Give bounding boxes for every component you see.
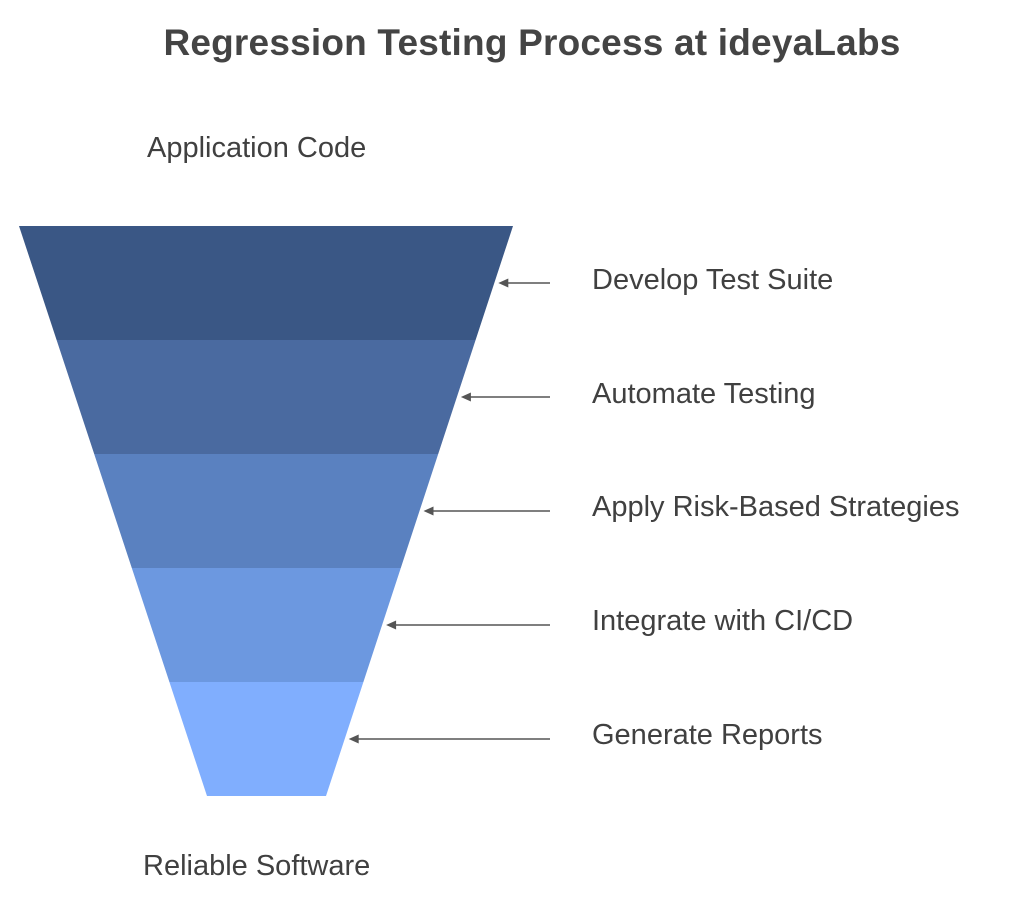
funnel-input-label: Application Code: [147, 132, 367, 164]
stage-label-integrate-with-ci-cd: Integrate with CI/CD: [592, 605, 854, 637]
stage-label-develop-test-suite: Develop Test Suite: [592, 264, 834, 296]
stage-label-apply-risk-based-strategies: Apply Risk-Based Strategies: [592, 491, 960, 523]
stage-label-generate-reports: Generate Reports: [592, 719, 823, 751]
stage-label-automate-testing: Automate Testing: [592, 378, 816, 410]
arrow-stage-1: [498, 278, 550, 288]
funnel-stage-4: [131, 568, 401, 682]
arrow-stage-3: [423, 506, 550, 516]
diagram-title: Regression Testing Process at ideyaLabs: [163, 22, 901, 63]
funnel-stage-2: [56, 340, 476, 454]
arrow-stage-2: [460, 392, 550, 402]
funnel-stage-1: [19, 226, 513, 340]
funnel-stage-3: [94, 454, 439, 568]
arrow-stage-5: [348, 734, 550, 744]
arrow-stage-4: [386, 620, 550, 630]
funnel-output-label: Reliable Software: [143, 850, 371, 882]
funnel-stage-5: [169, 682, 364, 796]
